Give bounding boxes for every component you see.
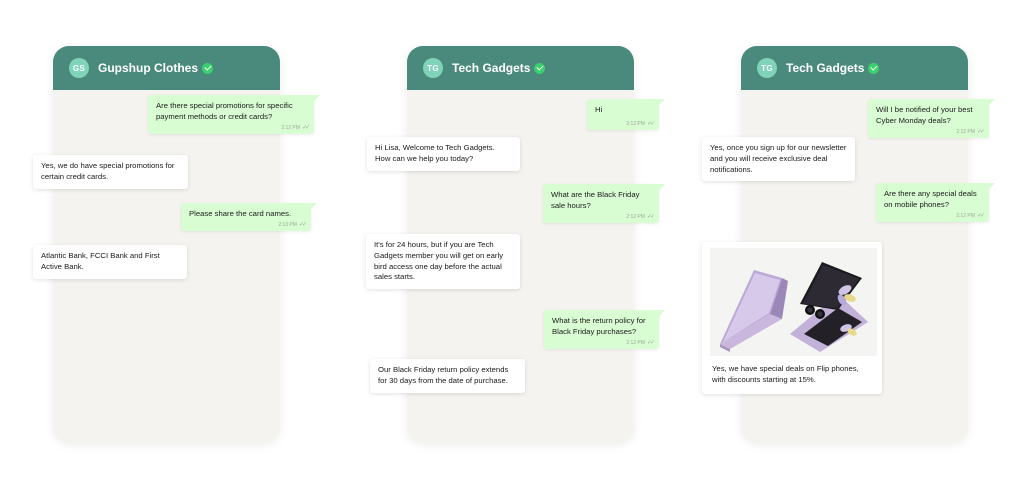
message-outgoing[interactable]: What is the return policy for Black Frid… <box>544 310 665 349</box>
message-text: Please share the card names. <box>189 209 292 218</box>
message-meta: 2:12 PM✓✓ <box>956 128 985 135</box>
message-outgoing[interactable]: Will I be notified of your best Cyber Mo… <box>868 99 995 138</box>
message-meta: 2:13 PM✓✓ <box>278 221 307 228</box>
message-outgoing[interactable]: Are there special promotions for specifi… <box>148 95 320 134</box>
message-text: Hi Lisa, Welcome to Tech Gadgets. How ca… <box>375 143 495 163</box>
message-outgoing[interactable]: Hi 2:12 PM✓✓ <box>587 99 665 130</box>
message-time: 2:12 PM <box>281 124 300 131</box>
double-check-icon: ✓✓ <box>646 213 655 220</box>
message-incoming[interactable]: It's for 24 hours, but if you are Tech G… <box>366 234 520 290</box>
message-text: Hi <box>595 105 603 114</box>
message-time: 2:13 PM <box>278 221 297 228</box>
message-outgoing[interactable]: Please share the card names. 2:13 PM✓✓ <box>181 203 317 231</box>
avatar[interactable]: GS <box>69 58 89 78</box>
message-outgoing[interactable]: What are the Black Friday sale hours? 2:… <box>543 184 665 223</box>
message-incoming[interactable]: Yes, once you sign up for our newsletter… <box>702 137 855 182</box>
message-meta: 2:12 PM✓✓ <box>281 124 310 131</box>
message-meta: 2:12 PM✓✓ <box>626 339 655 346</box>
double-check-icon: ✓✓ <box>976 128 985 135</box>
message-incoming[interactable]: Our Black Friday return policy extends f… <box>370 359 525 393</box>
chat-header: TG Tech Gadgets <box>741 46 968 90</box>
message-meta: 2:12 PM✓✓ <box>956 212 985 219</box>
message-text: What is the return policy for Black Frid… <box>552 316 646 336</box>
message-time: 2:12 PM <box>626 121 645 127</box>
avatar[interactable]: TG <box>423 58 443 78</box>
avatar[interactable]: TG <box>757 58 777 78</box>
double-check-icon: ✓✓ <box>301 124 310 131</box>
message-time: 2:12 PM <box>626 213 645 220</box>
message-text: Will I be notified of your best Cyber Mo… <box>876 105 973 125</box>
message-text: Are there special promotions for specifi… <box>156 101 293 121</box>
message-text: Yes, once you sign up for our newsletter… <box>710 143 847 174</box>
message-text: Yes, we have special deals on Flip phone… <box>712 364 859 384</box>
message-meta: 2:12 PM✓✓ <box>626 121 655 127</box>
message-outgoing[interactable]: Are there any special deals on mobile ph… <box>876 183 995 222</box>
contact-name[interactable]: Tech Gadgets <box>452 61 531 75</box>
contact-name[interactable]: Gupshup Clothes <box>98 61 198 75</box>
chat-header: GS Gupshup Clothes <box>53 46 280 90</box>
message-incoming[interactable]: Hi Lisa, Welcome to Tech Gadgets. How ca… <box>367 137 520 171</box>
chat-header: TG Tech Gadgets <box>407 46 634 90</box>
message-incoming[interactable]: Yes, we do have special promotions for c… <box>33 155 188 189</box>
flip-phone-image[interactable] <box>710 248 877 356</box>
double-check-icon: ✓✓ <box>976 212 985 219</box>
double-check-icon: ✓✓ <box>298 221 307 228</box>
message-text: Yes, we do have special promotions for c… <box>41 161 175 181</box>
double-check-icon: ✓✓ <box>646 121 655 127</box>
message-text: It's for 24 hours, but if you are Tech G… <box>374 240 504 282</box>
message-text: Our Black Friday return policy extends f… <box>378 365 509 385</box>
message-incoming-media[interactable]: Yes, we have special deals on Flip phone… <box>702 242 882 394</box>
verified-check-icon <box>202 62 213 74</box>
message-time: 2:12 PM <box>956 212 975 219</box>
message-text: Atlantic Bank, FCCI Bank and First Activ… <box>41 251 160 271</box>
verified-check-icon <box>868 62 880 74</box>
message-time: 2:12 PM <box>956 128 975 135</box>
message-time: 2:12 PM <box>626 339 645 346</box>
message-incoming[interactable]: Atlantic Bank, FCCI Bank and First Activ… <box>33 245 187 279</box>
message-meta: 2:12 PM✓✓ <box>626 213 655 220</box>
message-text: What are the Black Friday sale hours? <box>551 190 640 210</box>
contact-name[interactable]: Tech Gadgets <box>786 61 865 75</box>
message-text: Are there any special deals on mobile ph… <box>884 189 977 209</box>
double-check-icon: ✓✓ <box>646 339 655 346</box>
verified-check-icon <box>534 62 546 74</box>
